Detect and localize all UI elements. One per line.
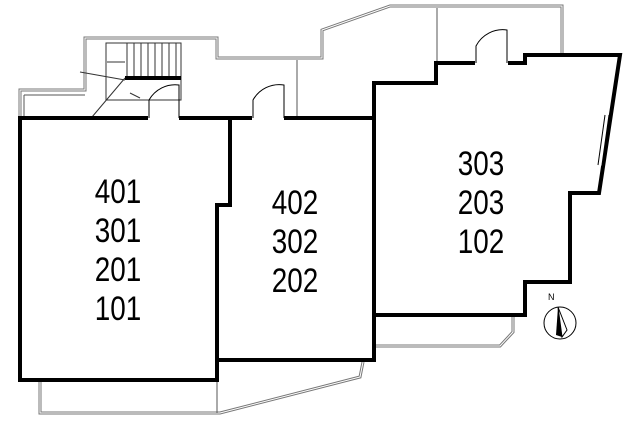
room-number: 102 [457, 223, 505, 261]
stairs [79, 42, 182, 118]
unit-1-rooms: 401 301 201 101 [81, 173, 155, 329]
room-number: 302 [271, 223, 319, 261]
room-number: 303 [457, 145, 505, 183]
doors [148, 29, 610, 166]
unit-3-wall [372, 53, 623, 317]
room-number: 202 [271, 262, 319, 300]
unit-3-rooms: 303 203 102 [444, 145, 518, 262]
compass-north-label: N [548, 292, 555, 302]
room-number: 402 [271, 184, 319, 222]
room-number: 401 [94, 173, 142, 211]
unit-2-rooms: 402 302 202 [258, 184, 332, 301]
compass-icon [543, 306, 577, 340]
unit-walls [18, 53, 623, 382]
room-number: 201 [94, 251, 142, 289]
room-number: 301 [94, 212, 142, 250]
thin-walls [23, 8, 438, 413]
balcony-inner [19, 5, 563, 414]
room-number: 203 [457, 184, 505, 222]
room-number: 101 [94, 290, 142, 328]
stair-landing [125, 76, 181, 80]
